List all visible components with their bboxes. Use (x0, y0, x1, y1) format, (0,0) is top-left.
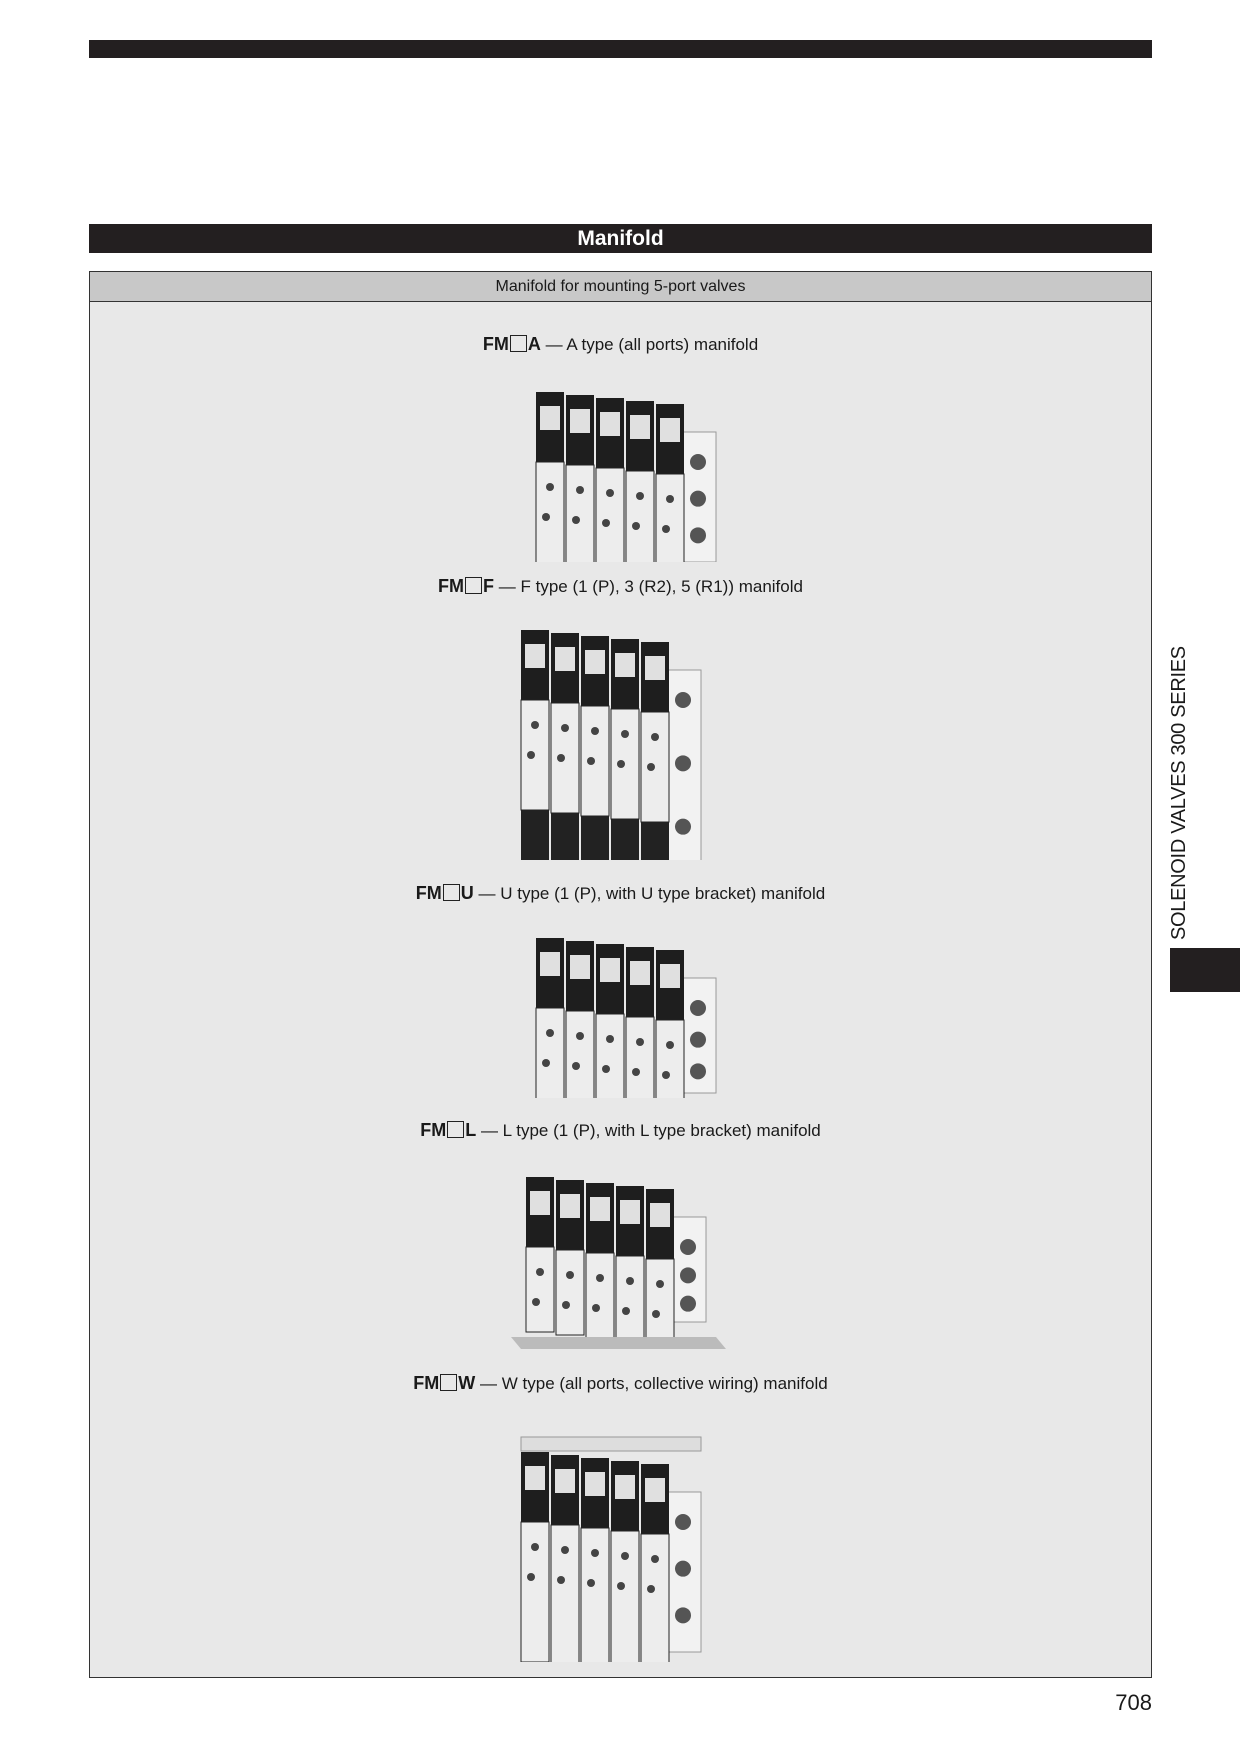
a-type-manifold-image (521, 382, 721, 585)
page-number: 708 (1115, 1690, 1152, 1715)
panel-header: Manifold for mounting 5-port valves (90, 272, 1151, 302)
f-type-manifold-image (506, 620, 736, 902)
u-type-manifold-image (521, 928, 721, 1116)
side-series-label: SOLENOID VALVES 300 SERIES (1168, 646, 1190, 940)
section-title: Manifold (89, 224, 1152, 253)
l-type-manifold-image (510, 1167, 731, 1362)
w-type-manifold-image (506, 1422, 736, 1675)
header-rule (89, 40, 1152, 58)
side-tab-marker (1170, 948, 1240, 992)
